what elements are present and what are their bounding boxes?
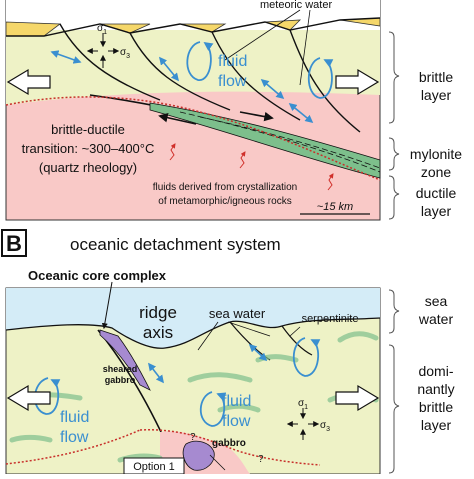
brittle-ductile-transition-line [5,96,381,181]
sheared-gabbro-label: gabbro [105,375,136,385]
flow-label-b1: flow [60,429,89,446]
panel-b-letter: B [6,231,22,256]
fault-slip-arrow-b1 [148,362,164,384]
sea-label: sea [425,293,448,309]
shear-arrow-lower [158,112,197,125]
fluid-flow-loop-b3 [292,337,321,377]
sea-water-inline-label: sea water [209,306,266,321]
fault-slip-arrow-4 [288,102,314,124]
layer-label-b: layer [421,417,452,433]
mylonite-bracket [388,137,400,171]
panel-b-letter-box [1,229,27,257]
meteoric-water-label: meteoric water [260,0,332,11]
fluid-label-b1: fluid [60,409,89,426]
sigma1-label-a: σ1 [97,23,107,36]
fluid-flow-loop-a1 [186,41,214,81]
fluids-label-2: of metamorphic/igneous rocks [158,196,291,207]
axis-label: axis [143,323,173,342]
fault-slip-arrow-2 [158,56,180,82]
scale-label: ~15 km [317,201,353,213]
brittle-label: brittle [419,69,453,85]
nantly-label: nantly [417,381,454,397]
sigma3-label-b: σ3 [320,420,330,433]
fault-slip-arrow-b2 [248,343,268,362]
land-surface [6,17,381,37]
serpentinite-label: serpentinite [302,313,359,325]
meteoric-leader-1 [224,9,301,61]
fluid-rise-arrow-3 [327,173,334,191]
flow-label-a: flow [218,73,247,90]
sea-water [6,288,380,349]
gabbro-leader [209,454,226,471]
panel-b: B oceanic detachment system [1,229,381,475]
water-label: water [418,311,454,327]
question-mark-1: ? [190,432,196,443]
mylonite-foliation [179,111,381,173]
ductile-bracket [388,175,400,220]
panel-a-layer-brackets: brittle layer mylonite zone ductile laye… [388,31,462,220]
fluid-rise-arrow-1 [169,143,176,161]
serpentinite-leader [289,326,301,337]
brittle-ductile-line-b [139,428,321,466]
brittle-label-b: brittle [419,399,453,415]
brittle-upper-crust [6,30,380,105]
fluid-label-b2: fluid [222,393,251,410]
gabbro-label: gabbro [212,438,246,449]
seafloor-line [5,317,381,349]
sheared-gabbro-body [99,329,151,391]
fluid-label-a: fluid [218,53,247,70]
fluid-flow-loop-b2 [199,391,227,427]
panel-a: meteoric water σ1 σ3 fluid flow brittle-… [5,0,381,221]
mylonite-label: mylonite [410,146,462,162]
ridge-label: ridge [139,303,177,322]
flow-label-b2: flow [222,413,251,430]
extension-arrow-left-b [6,384,51,412]
brittle-layer-label: layer [421,87,452,103]
stress-axes-b [286,408,320,440]
sea-water-leader-1 [197,321,219,351]
sea-water-leader-2 [227,321,271,337]
brittle-ductile-label: brittle-ductile [51,122,125,137]
domi-label: domi- [418,363,453,379]
panel-b-layer-brackets: sea water domi- nantly brittle layer [388,289,455,474]
fluid-flow-loop-b1 [34,377,61,415]
stress-axes-a [86,33,120,68]
fault-slip-arrow-1 [50,50,82,64]
mylonite-band [149,102,381,179]
shear-arrow-upper [239,111,274,122]
sigma3-label-a: σ3 [120,47,130,60]
extension-arrow-right-b [335,384,380,412]
ductile-layer-label: layer [421,203,452,219]
fluid-flow-loop-a2 [307,57,334,99]
question-mark-2: ? [258,454,264,465]
sigma1-label-b: σ1 [298,398,308,411]
extension-arrow-right [335,68,380,96]
ductile-label: ductile [416,185,457,201]
fault-slip-arrow-3 [260,78,285,100]
dominantly-brittle-bracket [388,344,400,474]
extension-arrow-left [6,68,51,96]
quartz-rheology-label: (quartz rheology) [39,160,137,175]
panel-b-title: oceanic detachment system [70,235,281,254]
zone-label: zone [421,164,452,180]
fluid-rise-arrow-2 [239,151,246,169]
core-complex-label: Oceanic core complex [28,268,167,283]
fluids-label-1: fluids derived from crystallization [153,182,298,193]
transition-label: transition: ~300–400°C [22,141,155,156]
brittle-ductile-line-b-left [5,429,141,465]
brittle-bracket [388,31,400,124]
sheared-label: sheared [103,364,138,374]
option-1-label: Option 1 [133,461,175,473]
sea-water-bracket [388,289,400,334]
meteoric-leader-2 [299,9,311,86]
core-complex-leader [101,281,113,330]
